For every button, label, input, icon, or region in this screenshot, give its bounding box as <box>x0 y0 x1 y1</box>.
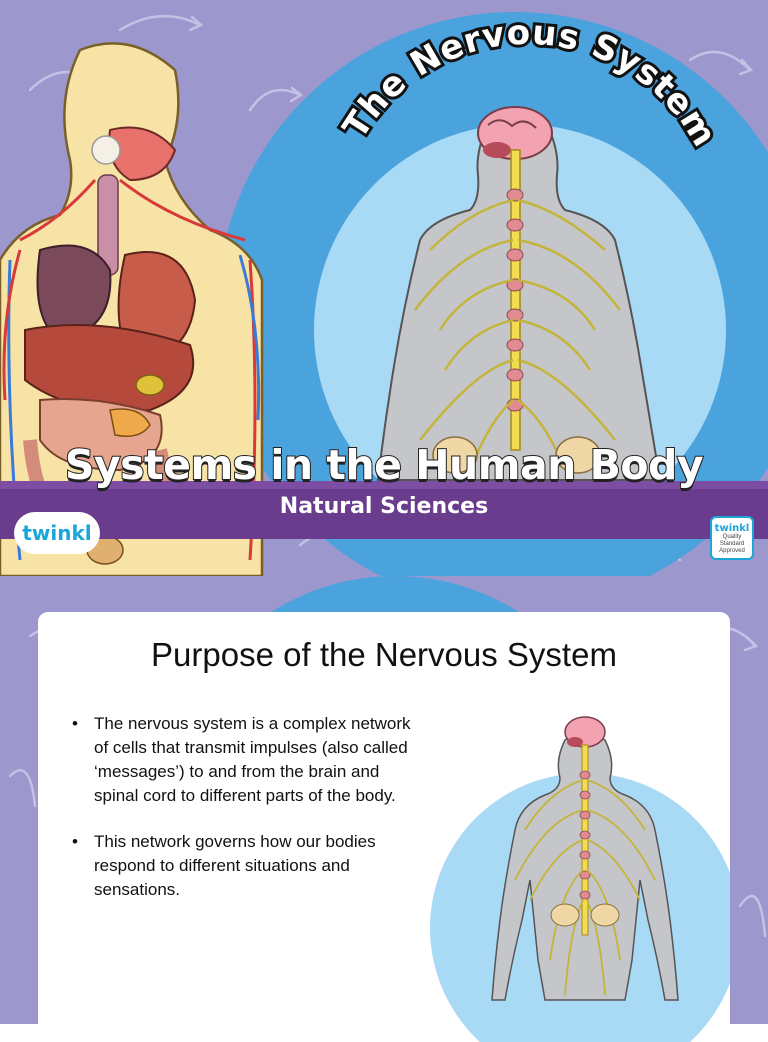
main-title: Systems in the Human Body <box>64 440 705 490</box>
list-item: • This network governs how our bodies res… <box>60 830 420 902</box>
badge-brand: twinkl <box>714 523 750 534</box>
digestive-system-illustration <box>0 42 264 576</box>
nervous-system-illustration <box>430 716 730 1042</box>
list-item: • The nervous system is a complex network… <box>60 712 420 808</box>
title-banner <box>0 481 768 539</box>
title-banner-highlight <box>0 481 768 489</box>
badge-caption: Quality Standard Approved <box>719 534 745 554</box>
card-illustration <box>430 716 730 1042</box>
content-title: Purpose of the Nervous System <box>151 636 617 673</box>
bullet-marker: • <box>72 714 78 733</box>
bullet-text: This network governs how our bodies resp… <box>94 832 376 899</box>
twinkl-logo: twinkl <box>14 512 100 554</box>
logo-text: twinkl <box>22 521 92 545</box>
bullet-marker: • <box>72 832 78 851</box>
cover-slide: The Nervous System Systems in the Human … <box>0 0 768 576</box>
content-card <box>38 612 730 1042</box>
subtitle: Natural Sciences <box>279 494 489 519</box>
bullet-text: The nervous system is a complex network … <box>94 714 411 805</box>
nervous-system-illustration <box>376 106 662 481</box>
quality-badge: twinkl Quality Standard Approved <box>710 516 754 560</box>
cover-background-art: The Nervous System <box>0 10 768 576</box>
bullet-list: • The nervous system is a complex network… <box>60 712 420 924</box>
